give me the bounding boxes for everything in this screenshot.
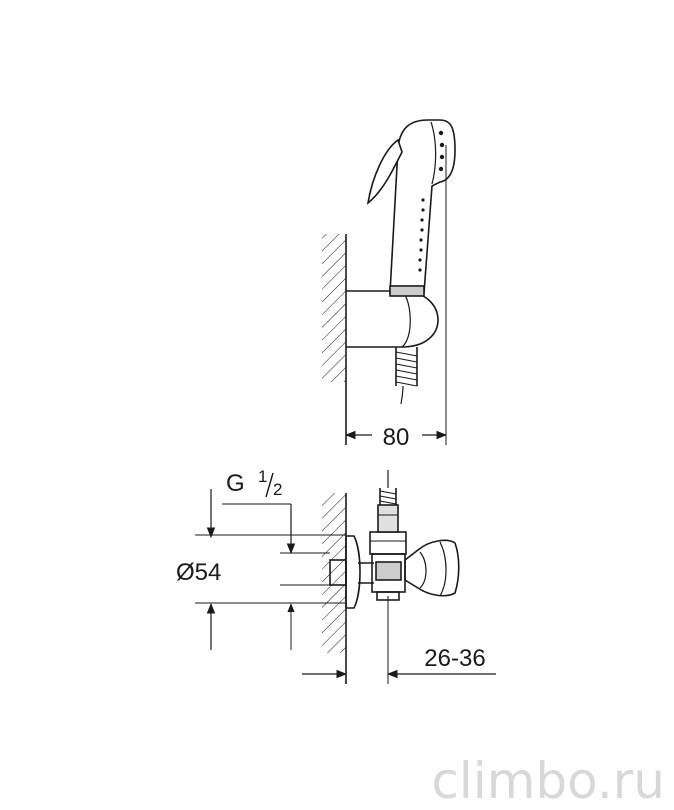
wall-hatch-bottom <box>322 493 346 653</box>
thread-size-label: G 1 2 <box>226 467 282 499</box>
nozzle-holes <box>438 130 445 172</box>
hose-bottom <box>377 470 399 533</box>
outlet-hex-nut <box>369 531 407 555</box>
svg-text:1: 1 <box>258 467 267 486</box>
grip-dots <box>418 198 425 272</box>
svg-text:2: 2 <box>273 480 282 499</box>
valve-knurl <box>375 561 402 581</box>
svg-text:G: G <box>226 470 245 497</box>
shower-holder-view <box>322 119 456 445</box>
wall-hatch-top <box>322 234 346 382</box>
trigger-lever <box>366 138 403 205</box>
rosette <box>345 535 361 609</box>
knurled-connector <box>389 285 425 297</box>
wall-holder <box>346 290 439 348</box>
width-dimension-label: 80 <box>383 424 410 451</box>
angle-valve-view <box>195 470 496 684</box>
hose-top <box>395 347 418 405</box>
valve-handle <box>404 539 460 597</box>
watermark-text: climbo.ru <box>431 752 665 810</box>
diameter-label: Ø54 <box>176 559 221 586</box>
depth-dimension-label: 26-36 <box>424 645 485 672</box>
